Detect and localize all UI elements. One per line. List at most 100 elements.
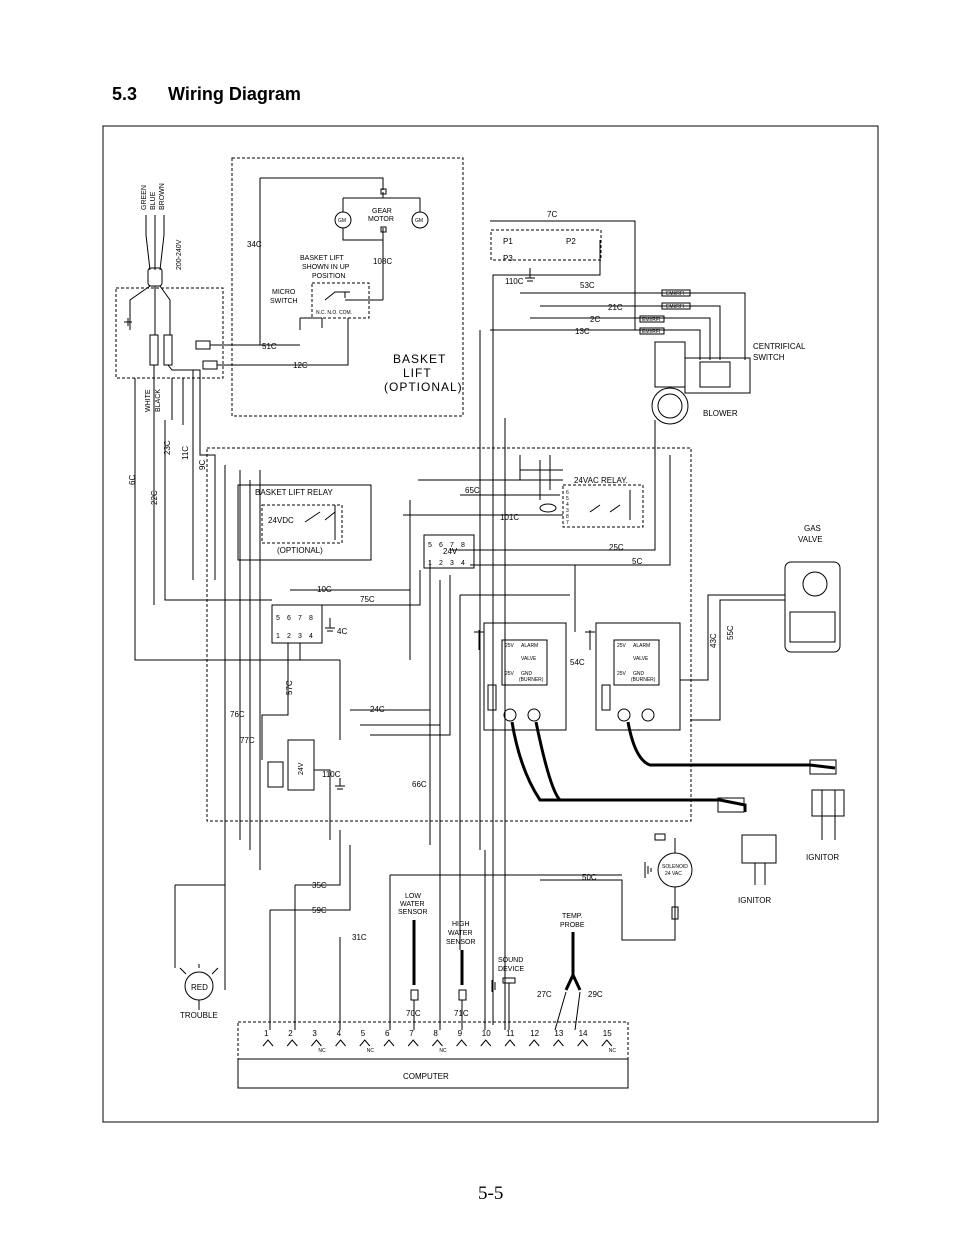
connector-pin-4: 4 (337, 1029, 342, 1038)
connector-pin-mark (262, 1039, 274, 1047)
connector-pin-8: 8 (433, 1029, 438, 1038)
wire-29c: 29C (588, 990, 603, 999)
connector-pin-2: 2 (288, 1029, 293, 1038)
connector-pin-6: 6 (385, 1029, 390, 1038)
basket-lift-box (231, 157, 464, 417)
section-title: Wiring Diagram (168, 84, 301, 104)
basket-lift-relay: BASKET LIFT RELAY 24VDC (OPTIONAL) (237, 484, 372, 561)
sound-device: SOUND DEVICE (491, 957, 524, 1030)
ignitor-left-icon (741, 834, 777, 864)
solenoid-icon (657, 852, 693, 888)
relay-coil-24vdc: 24VDC (268, 516, 294, 525)
wire-31c: 31C (352, 933, 367, 942)
nc-tag: NC (609, 1048, 617, 1054)
ign-l-valve: VALVE (521, 656, 537, 662)
connector-pin-11: 11 (506, 1029, 515, 1038)
ign-r-alarm: ALARM (633, 643, 650, 649)
filter-tag-4: EMI/RFI (642, 329, 660, 335)
transformer-label: 24V (298, 762, 305, 775)
wire-11c: 11C (181, 446, 190, 460)
basket-lift: GM GM GEAR MOTOR BASKET LIFT SHOWN IN UP… (195, 157, 464, 417)
solenoid-label: SOLENOID (662, 864, 688, 870)
motor-label: MOTOR (368, 216, 394, 223)
low-label: LOW (405, 893, 421, 900)
trouble-light-color: RED (191, 983, 208, 992)
basket-title-3: (OPTIONAL) (384, 380, 463, 394)
relay-num-5: 5 (566, 496, 569, 502)
connector-pin-mark (577, 1039, 588, 1047)
relay-optional: (OPTIONAL) (277, 546, 323, 555)
filter-tag-1: EMI/RFI (666, 291, 684, 297)
wire-color-green: GREEN (141, 185, 148, 210)
micro-switch-box (311, 282, 370, 319)
ignitor-right: IGNITOR (806, 789, 845, 862)
micro-label: MICRO (272, 289, 296, 296)
supply-voltage: 200-240V (176, 239, 183, 270)
ignitor-label-right: IGNITOR (806, 853, 839, 862)
wire-110c-transformer: 110C (322, 770, 341, 779)
ignitor-label-left: IGNITOR (738, 896, 771, 905)
wire-4c: 4C (337, 627, 347, 636)
gm-label-right: GM (415, 218, 423, 224)
wire-25c: 25C (609, 543, 624, 552)
relay-num-6: 6 (566, 490, 569, 496)
trouble-light: RED TROUBLE (174, 884, 226, 1020)
relay-24vac: 24VAC RELAY. 6 5 4 3 8 7 (409, 455, 644, 660)
ignition-module-left: 25V ALARM VALVE 25V GND (BURNER) (474, 622, 567, 731)
tb24-7: 7 (450, 542, 454, 549)
connector-pin-15: 15 (603, 1029, 612, 1038)
connector-pin-13: 13 (554, 1029, 563, 1038)
wire-21c: 21C (608, 303, 623, 312)
ign-l-25v: 25V (505, 643, 515, 649)
connector-pin-mark (286, 1039, 298, 1047)
connector-pin-mark (407, 1039, 419, 1047)
connector-pin-3: 3 (312, 1029, 317, 1038)
sound-label: SOUND (498, 957, 523, 964)
wire-66c: 66C (412, 780, 427, 789)
gas-label: GAS (804, 524, 821, 533)
low-sensor-label: SENSOR (398, 909, 428, 916)
filter-tag-2: EMI/RFI (666, 304, 684, 310)
nc-tag: NC (318, 1048, 326, 1054)
temp-probe: TEMP. PROBE 27C 29C (537, 913, 603, 1031)
wire-9c: 9C (198, 460, 207, 470)
wire-color-brown: BROWN (159, 183, 166, 210)
connector-pin-14: 14 (579, 1029, 588, 1038)
connector-pin-mark (528, 1039, 540, 1047)
section-heading: 5.3 Wiring Diagram (112, 84, 301, 105)
terminal-block-24v: 5 6 7 8 24V 1 2 3 4 (423, 534, 475, 569)
tb24-4: 4 (461, 560, 465, 567)
connector-pin-mark (504, 1039, 516, 1047)
connector-pin-10: 10 (482, 1029, 491, 1038)
connector-pin-7: 7 (409, 1029, 414, 1038)
filter-dashed-box (115, 287, 224, 379)
tb-5: 5 (276, 615, 280, 622)
device-label: DEVICE (498, 966, 524, 973)
wire-34c: 34C (247, 240, 262, 249)
ign-l-burner: (BURNER) (519, 677, 544, 683)
connector-pin-9: 9 (458, 1029, 463, 1038)
terminal-block-main: 10C 75C 5 6 7 8 1 2 3 4 4C 57C (261, 570, 421, 760)
wire-23c: 23C (163, 440, 172, 455)
centrifical-label: CENTRIFICAL (753, 342, 806, 351)
section-number: 5.3 (112, 84, 138, 104)
wire-75c: 75C (360, 595, 375, 604)
probe-label: PROBE (560, 922, 585, 929)
wire-54c: 54C (570, 658, 585, 667)
p3-label: P3 (503, 254, 513, 263)
ign-r-25v-b: 25V (617, 671, 627, 677)
wire-110c-top: 110C (505, 277, 524, 286)
ignitor-right-icon (811, 789, 845, 817)
basket-lift-shown-3: POSITION (312, 273, 345, 280)
tb24-2: 2 (439, 560, 443, 567)
connector-pin-mark (456, 1039, 467, 1047)
relay-num-3: 3 (566, 508, 569, 514)
wire-black-label: BLACK (155, 389, 162, 412)
wire-50c: 50C (582, 873, 597, 882)
tb-2: 2 (287, 633, 291, 640)
ign-r-gnd: GND (633, 671, 645, 677)
wire-71c: 71C (454, 1009, 469, 1018)
wire-5c: 5C (632, 557, 642, 566)
blower-label: BLOWER (703, 409, 738, 418)
